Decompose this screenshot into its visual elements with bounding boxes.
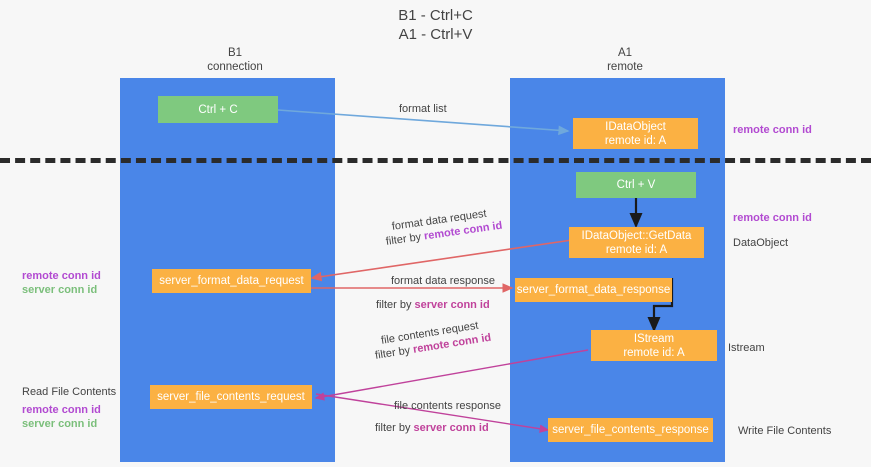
annotation-write-file-contents: Write File Contents <box>738 425 832 437</box>
box-istream[interactable]: IStream remote id: A <box>591 330 717 361</box>
label-format-data-response-filter: filter by server conn id <box>376 298 490 312</box>
box-istream-line2: remote id: A <box>623 346 685 359</box>
column-header-b1-role: connection <box>207 61 263 73</box>
annotation-remote-conn-id: remote conn id <box>22 270 101 282</box>
label-filter-key-server-conn-id: server conn id <box>413 422 489 434</box>
box-server-file-contents-request-label: server_file_contents_request <box>157 391 305 403</box>
annotation-read-file-contents-group: Read File Contents <box>22 385 116 399</box>
column-header-b1: B1 connection <box>120 46 350 74</box>
phase-separator <box>0 158 871 163</box>
label-filter-prefix: filter by <box>376 299 415 311</box>
annotation-conn-ids-format: remote conn id server conn id <box>22 269 101 297</box>
box-server-format-data-response[interactable]: server_format_data_response <box>515 278 672 302</box>
box-ctrl-c-label: Ctrl + C <box>198 103 238 116</box>
column-header-a1-role: remote <box>607 61 643 73</box>
label-format-data-response: format data response <box>391 275 495 287</box>
label-filter-prefix: filter by <box>374 343 415 362</box>
box-server-file-contents-response-label: server_file_contents_response <box>552 424 709 436</box>
box-idataobject-getdata-line2: remote id: A <box>605 243 668 256</box>
box-idataobject[interactable]: IDataObject remote id: A <box>573 118 698 149</box>
box-server-format-data-response-label: server_format_data_response <box>516 284 671 296</box>
title-line-2: A1 - Ctrl+V <box>398 26 473 43</box>
box-server-format-data-request[interactable]: server_format_data_request <box>152 269 311 293</box>
annotation-remote-conn-id-top: remote conn id <box>733 123 812 137</box>
annotation-conn-ids-file: remote conn id server conn id <box>22 403 101 431</box>
box-idataobject-line1: IDataObject <box>605 120 666 133</box>
annotation-remote-conn-id-mid: remote conn id <box>733 211 812 225</box>
column-header-a1-name: A1 <box>617 47 633 59</box>
annotation-dataobject: DataObject <box>733 237 789 249</box>
annotation-text: remote conn id <box>733 212 812 224</box>
box-idataobject-getdata-line1: IDataObject::GetData <box>581 229 692 242</box>
annotation-text: remote conn id <box>733 124 812 136</box>
column-header-b1-name: B1 <box>227 47 243 59</box>
annotation-server-conn-id: server conn id <box>22 418 98 430</box>
annotation-remote-conn-id: remote conn id <box>22 404 101 416</box>
box-server-file-contents-response[interactable]: server_file_contents_response <box>548 418 713 442</box>
label-filter-prefix: filter by <box>375 422 414 434</box>
box-server-file-contents-request[interactable]: server_file_contents_request <box>150 385 312 409</box>
box-idataobject-line2: remote id: A <box>604 134 667 147</box>
label-filter-prefix: filter by <box>385 230 425 248</box>
column-header-a1: A1 remote <box>510 46 740 74</box>
box-ctrl-v[interactable]: Ctrl + V <box>576 172 696 198</box>
box-idataobject-getdata[interactable]: IDataObject::GetData remote id: A <box>569 227 704 258</box>
box-ctrl-c[interactable]: Ctrl + C <box>158 96 278 123</box>
title-line-1: B1 - Ctrl+C <box>398 7 473 24</box>
box-server-format-data-request-label: server_format_data_request <box>159 275 304 287</box>
box-ctrl-v-label: Ctrl + V <box>616 179 656 191</box>
label-format-list: format list <box>399 103 447 115</box>
label-filter-key-server-conn-id: server conn id <box>414 299 490 311</box>
label-file-contents-response: file contents response <box>394 400 502 412</box>
diagram-title: B1 - Ctrl+C A1 - Ctrl+V <box>0 6 871 44</box>
annotation-read-file-contents: Read File Contents <box>22 386 117 398</box>
annotation-istream: Istream <box>728 342 765 354</box>
box-istream-line1: IStream <box>633 332 675 345</box>
label-file-contents-response-filter: filter by server conn id <box>375 421 489 435</box>
annotation-server-conn-id: server conn id <box>22 284 98 296</box>
